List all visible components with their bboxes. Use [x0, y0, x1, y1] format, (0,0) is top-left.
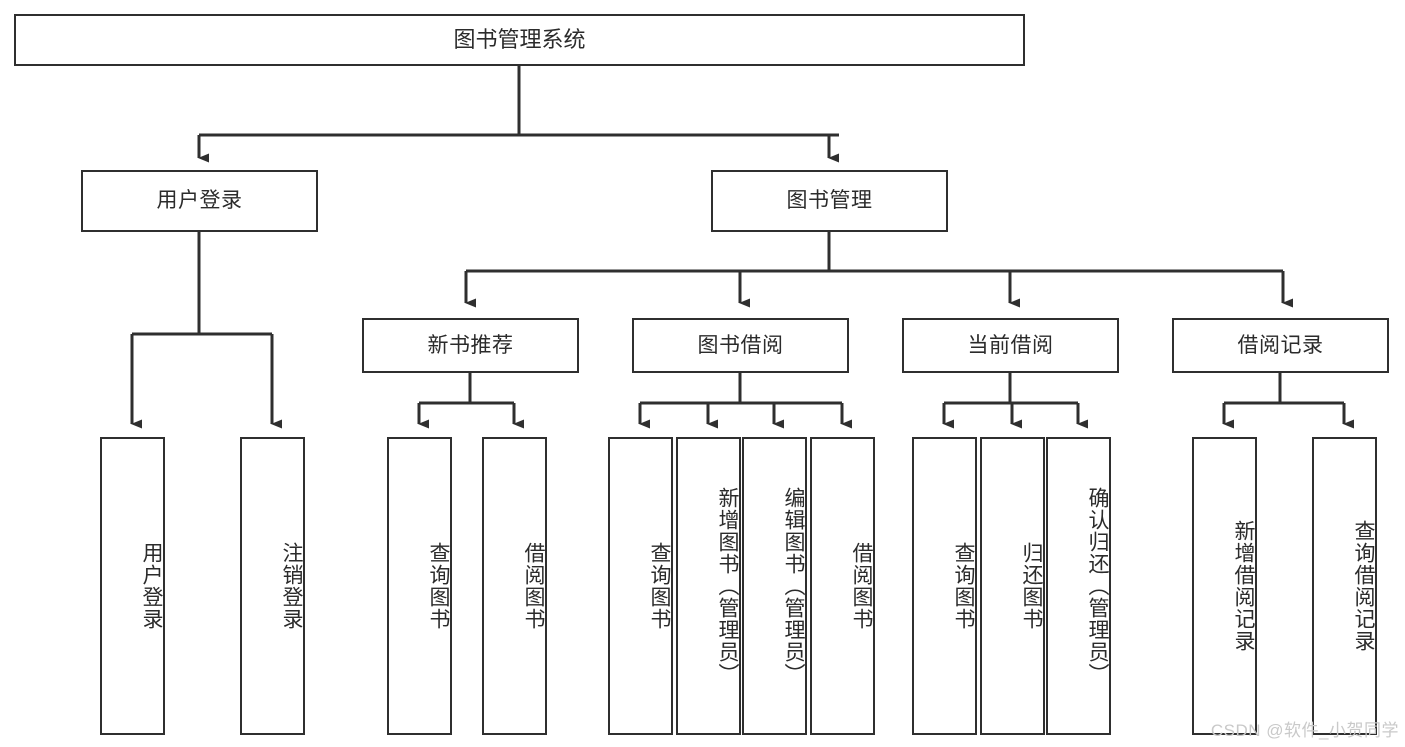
node-current-borrow[interactable]: 当前借阅	[902, 318, 1119, 373]
node-leaf-edit-book[interactable]: 编辑图书（管理员）	[742, 437, 807, 735]
node-book-borrow[interactable]: 图书借阅	[632, 318, 849, 373]
node-label: 用户登录	[140, 542, 163, 630]
node-leaf-borrow-book[interactable]: 借阅图书	[810, 437, 875, 735]
node-book-management[interactable]: 图书管理	[711, 170, 948, 232]
node-label: 当前借阅	[967, 333, 1054, 357]
node-label: 归还图书	[1020, 542, 1043, 630]
node-leaf-query-book-recommend[interactable]: 查询图书	[387, 437, 452, 735]
node-borrow-record[interactable]: 借阅记录	[1172, 318, 1389, 373]
node-label: 查询图书	[648, 542, 671, 630]
node-label: 查询图书	[952, 542, 975, 630]
node-leaf-add-borrow-record[interactable]: 新增借阅记录	[1192, 437, 1257, 735]
node-leaf-borrow-book-recommend[interactable]: 借阅图书	[482, 437, 547, 735]
node-label: 借阅记录	[1237, 333, 1324, 357]
node-leaf-query-book-borrow[interactable]: 查询图书	[608, 437, 673, 735]
node-label: 新增借阅记录	[1232, 520, 1255, 652]
node-label: 图书管理系统	[453, 26, 586, 52]
node-leaf-confirm-return[interactable]: 确认归还（管理员）	[1046, 437, 1111, 735]
node-label: 编辑图书（管理员）	[782, 487, 805, 685]
node-label: 借阅图书	[850, 542, 873, 630]
node-label: 确认归还（管理员）	[1086, 487, 1109, 685]
watermark: CSDN @软件_小贺同学	[1210, 721, 1399, 740]
node-label: 查询借阅记录	[1352, 520, 1375, 652]
node-label: 新增图书（管理员）	[716, 487, 739, 685]
node-leaf-user-logout[interactable]: 注销登录	[240, 437, 305, 735]
node-label: 用户登录	[156, 189, 243, 213]
node-new-book-recommend[interactable]: 新书推荐	[362, 318, 579, 373]
node-root-book-management-system[interactable]: 图书管理系统	[14, 14, 1025, 66]
node-leaf-query-book-current[interactable]: 查询图书	[912, 437, 977, 735]
node-label: 图书管理	[786, 189, 873, 213]
node-label: 查询图书	[427, 542, 450, 630]
node-label: 新书推荐	[427, 333, 514, 357]
node-leaf-add-book[interactable]: 新增图书（管理员）	[676, 437, 741, 735]
node-leaf-return-book[interactable]: 归还图书	[980, 437, 1045, 735]
node-user-login[interactable]: 用户登录	[81, 170, 318, 232]
node-label: 借阅图书	[522, 542, 545, 630]
node-leaf-user-login[interactable]: 用户登录	[100, 437, 165, 735]
node-label: 图书借阅	[697, 333, 784, 357]
node-leaf-query-borrow-record[interactable]: 查询借阅记录	[1312, 437, 1377, 735]
node-label: 注销登录	[280, 542, 303, 630]
